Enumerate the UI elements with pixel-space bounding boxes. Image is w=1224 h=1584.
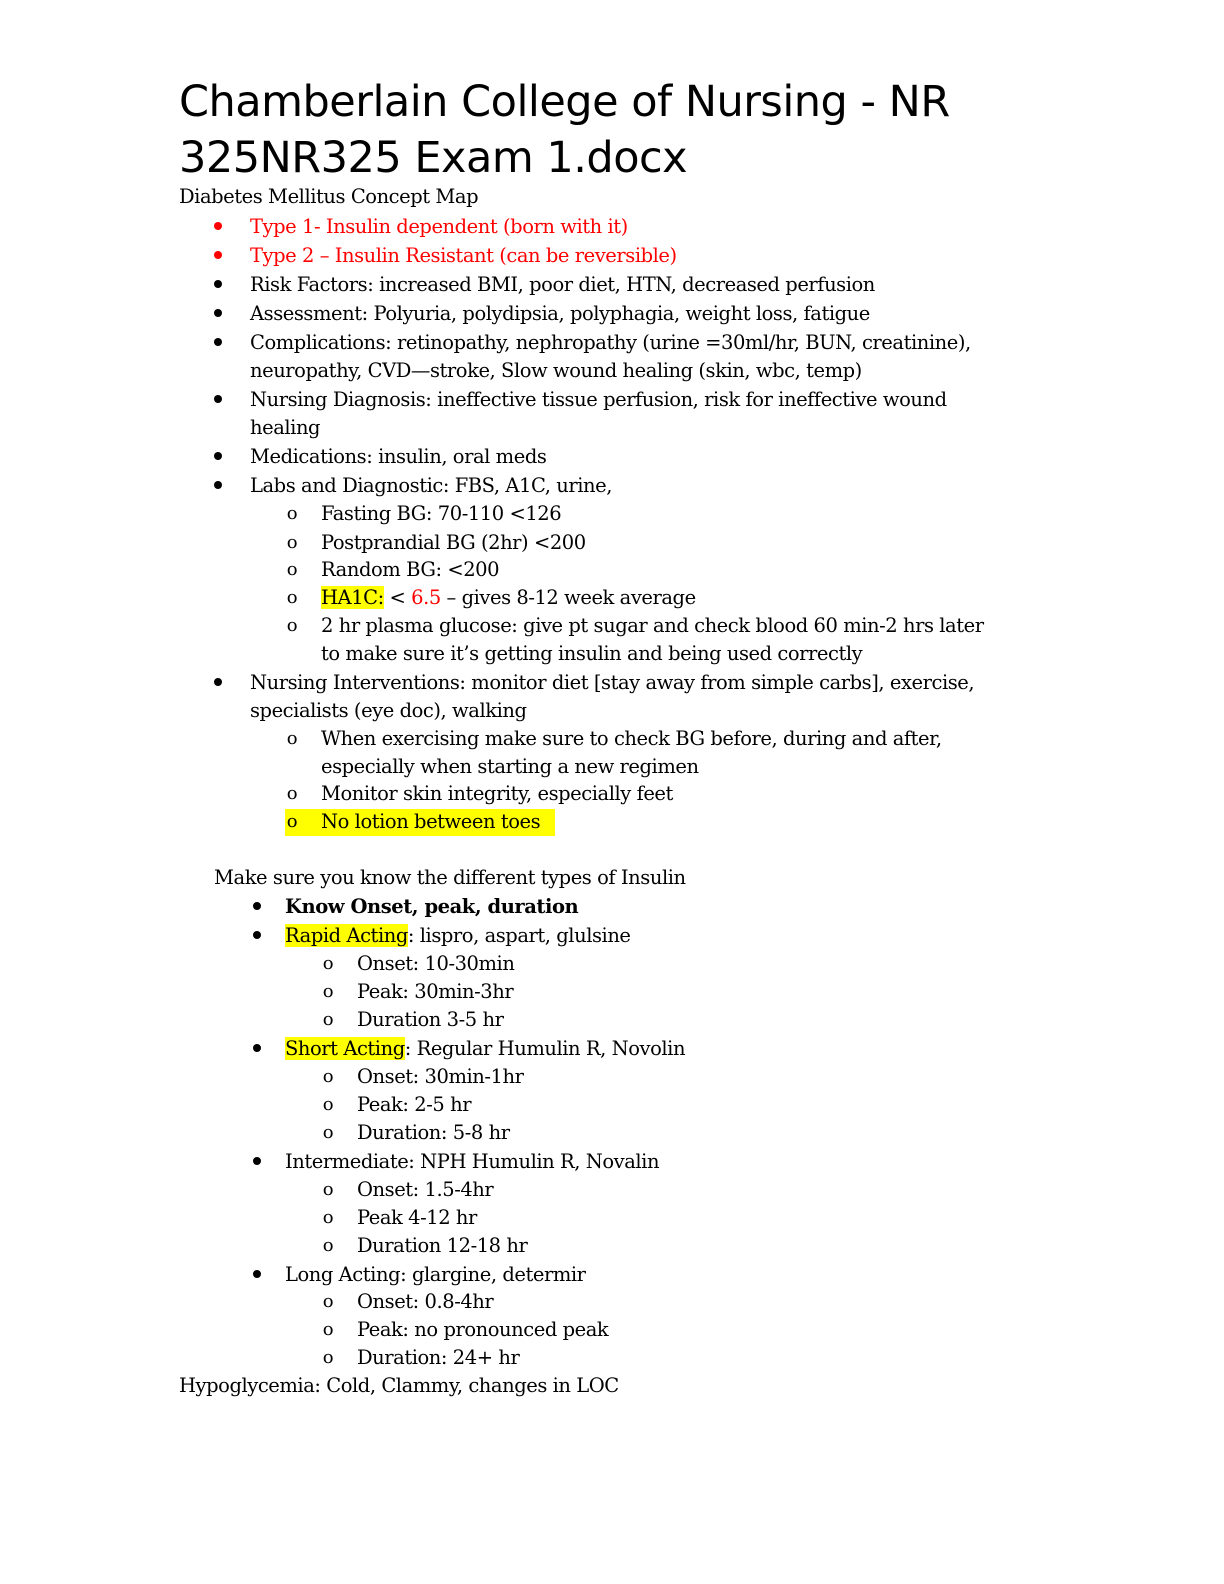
list-item-nursing-diagnosis: Nursing Diagnosis: ineffective tissue pe…: [250, 388, 947, 411]
list-item-intermediate: Intermediate: NPH Humulin R, Novalin: [285, 1150, 660, 1173]
sub-bullet-icon: o: [322, 1066, 334, 1087]
sub-bullet-icon: o: [322, 1122, 334, 1143]
sub-bullet-icon: o: [322, 981, 334, 1002]
sub-item-short-duration: Duration: 5-8 hr: [357, 1121, 510, 1144]
sub-item-exercise: When exercising make sure to check BG be…: [321, 727, 942, 750]
list-item-nursing-diagnosis-cont: healing: [250, 416, 321, 439]
list-item-assessment: Assessment: Polyuria, polydipsia, polyph…: [250, 302, 870, 325]
sub-item-short-onset: Onset: 30min-1hr: [357, 1065, 524, 1088]
sub-item-rapid-onset: Onset: 10-30min: [357, 952, 515, 975]
sub-item-plasma-glucose-cont: to make sure it’s getting insulin and be…: [321, 642, 863, 665]
highlight-band: [285, 809, 555, 836]
ha1c-rest: – gives 8-12 week average: [440, 586, 697, 609]
sub-bullet-icon: o: [286, 783, 298, 804]
sub-item-rapid-duration: Duration 3-5 hr: [357, 1008, 504, 1031]
list-item-type1: Type 1- Insulin dependent (born with it): [250, 215, 628, 238]
short-rest: : Regular Humulin R, Novolin: [404, 1037, 686, 1060]
sub-item-long-peak: Peak: no pronounced peak: [357, 1318, 609, 1341]
sub-bullet-icon: o: [286, 503, 298, 524]
sub-bullet-icon: o: [322, 1319, 334, 1340]
list-item-know: Know Onset, peak, duration: [285, 895, 579, 918]
sub-item-inter-onset: Onset: 1.5-4hr: [357, 1178, 494, 1201]
bullet-icon: [247, 1261, 267, 1289]
list-item-complications-cont: neuropathy, CVD—stroke, Slow wound heali…: [250, 359, 862, 382]
bullet-icon: [208, 213, 228, 241]
sub-bullet-icon: o: [322, 953, 334, 974]
sub-bullet-icon: o: [286, 615, 298, 636]
sub-bullet-icon: o: [322, 1179, 334, 1200]
sub-bullet-icon: o: [322, 1347, 334, 1368]
list-item-medications: Medications: insulin, oral meds: [250, 445, 547, 468]
list-item-short: Short Acting: Regular Humulin R, Novolin: [285, 1035, 686, 1063]
list-item-labs: Labs and Diagnostic: FBS, A1C, urine,: [250, 474, 612, 497]
bullet-icon: [208, 329, 228, 357]
bullet-icon: [208, 300, 228, 328]
list-item-long: Long Acting: glargine, determir: [285, 1263, 586, 1286]
list-item-interventions: Nursing Interventions: monitor diet [sta…: [250, 671, 975, 694]
rapid-rest: : lispro, aspart, glulsine: [407, 924, 631, 947]
sub-bullet-icon: o: [286, 587, 298, 608]
bullet-icon: [208, 271, 228, 299]
rapid-label: Rapid Acting: [285, 924, 408, 947]
section-heading-insulin: Make sure you know the different types o…: [214, 866, 686, 889]
list-item-interventions-cont: specialists (eye doc), walking: [250, 699, 527, 722]
document-title: Chamberlain College of Nursing - NR 325N…: [179, 77, 950, 183]
sub-item-skin: Monitor skin integrity, especially feet: [321, 782, 673, 805]
ha1c-value: 6.5: [411, 586, 441, 609]
sub-item-exercise-cont: especially when starting a new regimen: [321, 755, 699, 778]
sub-item-fasting-bg: Fasting BG: 70-110 <126: [321, 502, 562, 525]
list-item-type2: Type 2 – Insulin Resistant (can be rever…: [250, 244, 677, 267]
bullet-icon: [247, 922, 267, 950]
sub-bullet-icon: o: [286, 532, 298, 553]
bullet-icon: [208, 242, 228, 270]
bullet-icon: [208, 443, 228, 471]
sub-item-postprandial-bg: Postprandial BG (2hr) <200: [321, 531, 586, 554]
bullet-icon: [208, 472, 228, 500]
bullet-icon: [247, 1148, 267, 1176]
short-label: Short Acting: [285, 1037, 405, 1060]
sub-item-inter-peak: Peak 4-12 hr: [357, 1206, 477, 1229]
list-item-complications: Complications: retinopathy, nephropathy …: [250, 331, 971, 354]
sub-item-ha1c: HA1C: < 6.5 – gives 8-12 week average: [321, 584, 696, 612]
sub-bullet-icon: o: [322, 1291, 334, 1312]
sub-bullet-icon: o: [322, 1207, 334, 1228]
ha1c-lt: <: [383, 586, 412, 609]
list-item-rapid: Rapid Acting: lispro, aspart, glulsine: [285, 922, 631, 950]
ha1c-label: HA1C:: [321, 586, 384, 609]
bullet-icon: [208, 669, 228, 697]
sub-item-long-duration: Duration: 24+ hr: [357, 1346, 520, 1369]
sub-bullet-icon: o: [286, 728, 298, 749]
bullet-icon: [247, 1035, 267, 1063]
sub-item-short-peak: Peak: 2-5 hr: [357, 1093, 472, 1116]
sub-bullet-icon: o: [322, 1009, 334, 1030]
bullet-icon: [247, 893, 267, 921]
sub-bullet-icon: o: [286, 811, 298, 832]
sub-item-rapid-peak: Peak: 30min-3hr: [357, 980, 514, 1003]
bullet-icon: [208, 386, 228, 414]
sub-item-plasma-glucose: 2 hr plasma glucose: give pt sugar and c…: [321, 614, 984, 637]
section-heading-dm: Diabetes Mellitus Concept Map: [179, 185, 479, 208]
sub-item-inter-duration: Duration 12-18 hr: [357, 1234, 528, 1257]
hypoglycemia-line: Hypoglycemia: Cold, Clammy, changes in L…: [179, 1374, 619, 1397]
sub-item-random-bg: Random BG: <200: [321, 558, 500, 581]
sub-bullet-icon: o: [322, 1094, 334, 1115]
sub-bullet-icon: o: [286, 559, 298, 580]
sub-bullet-icon: o: [322, 1235, 334, 1256]
sub-item-long-onset: Onset: 0.8-4hr: [357, 1290, 494, 1313]
list-item-risk-factors: Risk Factors: increased BMI, poor diet, …: [250, 273, 875, 296]
sub-item-lotion: No lotion between toes: [321, 810, 541, 833]
